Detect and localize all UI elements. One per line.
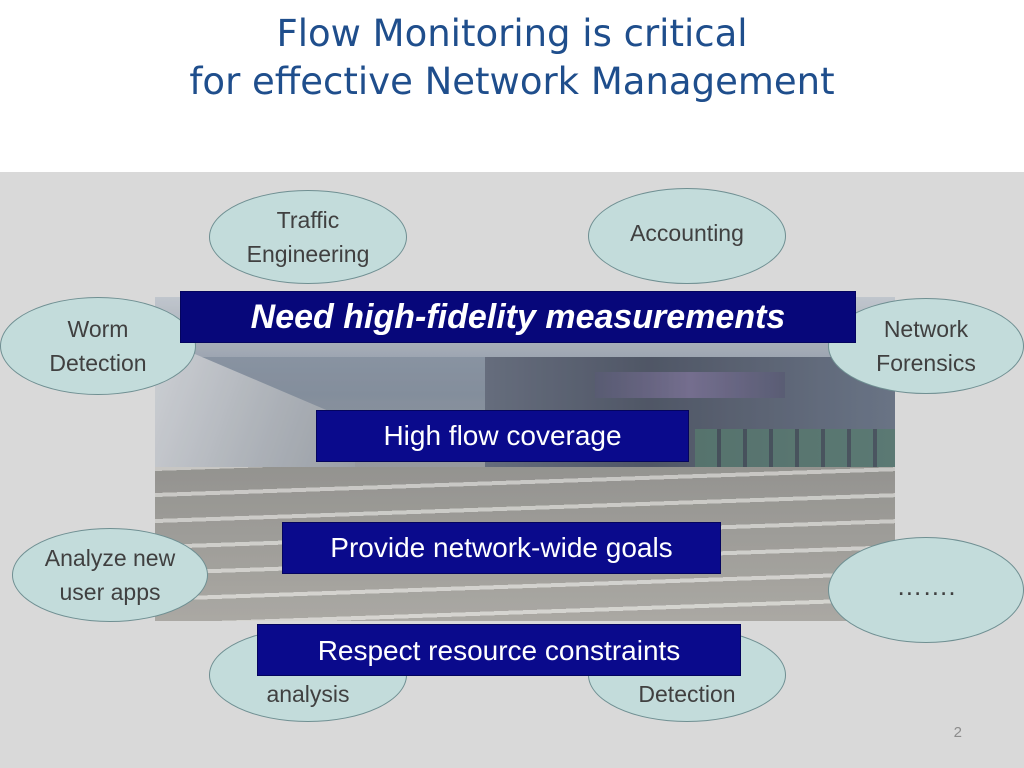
requirement-box-flow-coverage: High flow coverage <box>316 410 689 462</box>
ellipse-label: Network Forensics <box>876 316 976 376</box>
ellipse-label: analysis <box>266 681 350 707</box>
ellipse-traffic-engineering: Traffic Engineering <box>209 190 407 284</box>
requirements-heading-box: Need high-fidelity measurements <box>180 291 856 343</box>
ellipse-label: Accounting <box>630 220 744 246</box>
ellipse-label: Analyze new user apps <box>44 545 176 605</box>
ellipse-label: Worm Detection <box>49 316 147 376</box>
requirement-box-resource-constraints: Respect resource constraints <box>257 624 741 676</box>
slide-title-line-2: for effective Network Management <box>189 60 835 103</box>
ellipse-label: Traffic Engineering <box>246 207 370 267</box>
ellipse-label: Detection <box>638 681 736 707</box>
ellipse-label: ……. <box>896 571 956 601</box>
ellipse-analyze-new-user-apps: Analyze new user apps <box>12 528 208 622</box>
page-number: 2 <box>953 724 962 741</box>
requirement-text: Provide network-wide goals <box>330 532 673 563</box>
requirement-box-network-wide-goals: Provide network-wide goals <box>282 522 721 574</box>
ellipse-network-forensics: Network Forensics <box>828 298 1024 394</box>
ellipse-worm-detection: Worm Detection <box>0 297 196 395</box>
requirement-text: High flow coverage <box>383 420 622 451</box>
photo-banner <box>595 372 785 398</box>
ellipse-accounting: Accounting <box>588 188 786 284</box>
requirements-heading: Need high-fidelity measurements <box>250 298 786 336</box>
slide-title: Flow Monitoring is critical for effectiv… <box>0 10 1024 106</box>
slide-title-line-1: Flow Monitoring is critical <box>276 12 748 55</box>
ellipse-more: ……. <box>828 537 1024 643</box>
requirement-text: Respect resource constraints <box>317 635 681 666</box>
